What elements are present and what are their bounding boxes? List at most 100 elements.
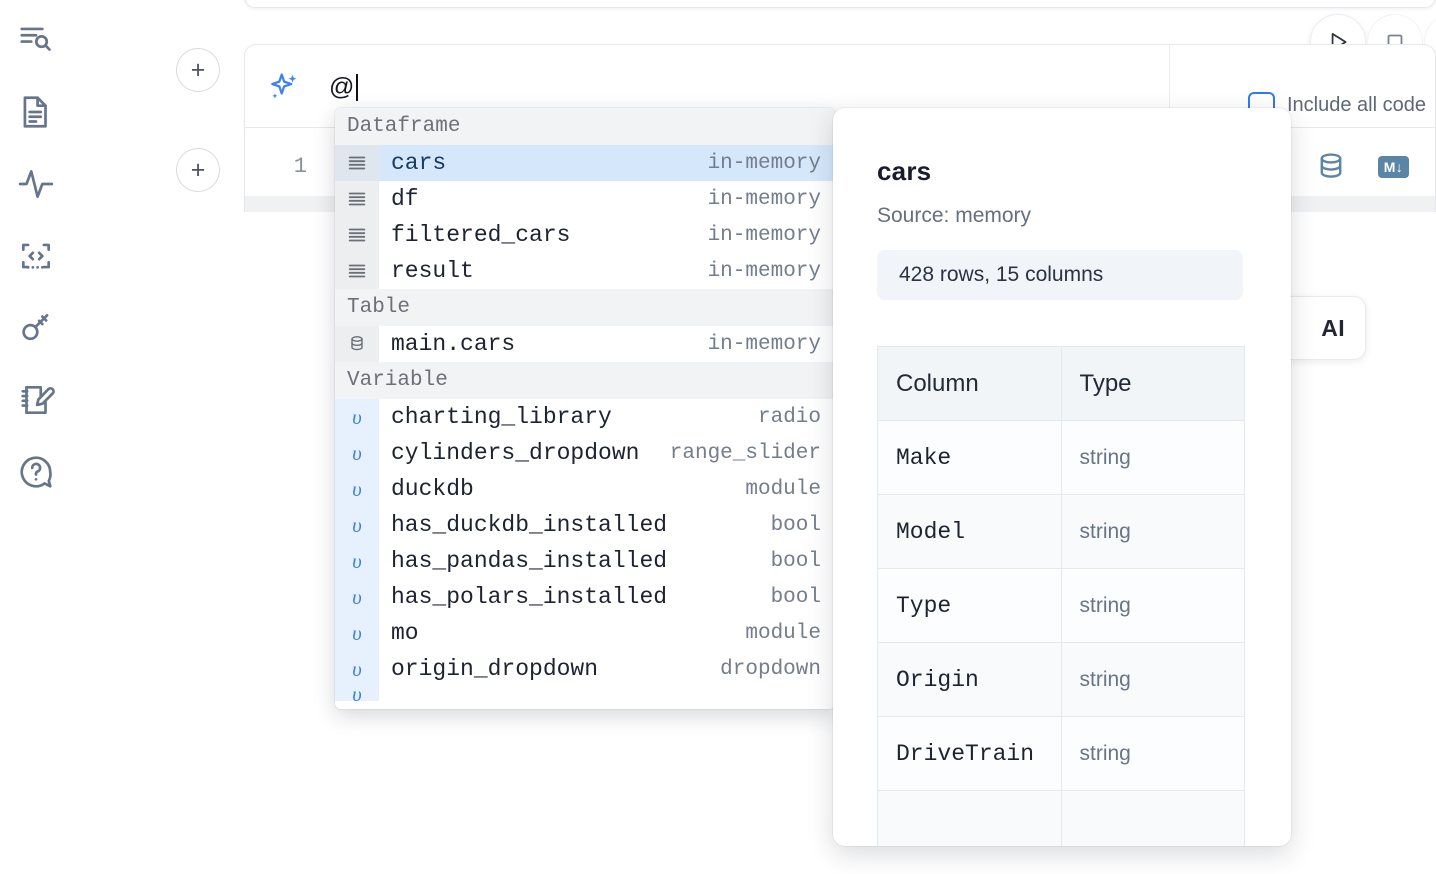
ai-prompt-text: @	[329, 73, 358, 102]
autocomplete-item-name: cars	[391, 150, 447, 176]
variable-icon: υ	[335, 687, 379, 701]
autocomplete-item-name: result	[391, 258, 474, 284]
autocomplete-item-name: has_polars_installed	[391, 584, 668, 610]
autocomplete-item-type: bool	[770, 585, 821, 609]
autocomplete-item[interactable]: df in-memory	[335, 181, 835, 217]
variable-icon: υ	[335, 543, 379, 579]
preview-source: Source: memory	[877, 204, 1032, 227]
column-name-cell: Origin	[877, 642, 1062, 717]
variable-icon: υ	[335, 435, 379, 471]
plus-icon: +	[190, 55, 206, 84]
line-number: 1	[293, 154, 307, 179]
autocomplete-item-name: has_pandas_installed	[391, 548, 668, 574]
table-header-cell: Column	[877, 346, 1062, 421]
sparkle-icon	[271, 73, 297, 99]
column-type-cell: string	[1060, 420, 1245, 495]
autocomplete-item-type: radio	[757, 405, 821, 429]
ai-prompt-input[interactable]: @	[245, 45, 1170, 129]
file-explorer-icon[interactable]	[12, 16, 60, 64]
variable-icon: υ	[335, 399, 379, 435]
autocomplete-item[interactable]: υ has_polars_installed bool	[335, 579, 835, 615]
dataframe-icon	[335, 145, 379, 181]
column-type-cell: string	[1060, 494, 1245, 569]
autocomplete-group-header: Variable	[335, 362, 835, 399]
column-type-cell: string	[1060, 642, 1245, 717]
autocomplete-item[interactable]: υ origin_dropdown dropdown	[335, 651, 835, 687]
column-type-cell: string	[1060, 716, 1245, 791]
autocomplete-item-type: in-memory	[707, 332, 821, 356]
autocomplete-item-name: origin_dropdown	[391, 656, 599, 682]
autocomplete-item-name: cylinders_dropdown	[391, 440, 640, 466]
autocomplete-item-type: range_slider	[669, 441, 821, 465]
autocomplete-item[interactable]: υ cylinders_dropdown range_slider	[335, 435, 835, 471]
scratchpad-icon[interactable]	[12, 376, 60, 424]
autocomplete-group-header: Dataframe	[335, 108, 835, 145]
variable-icon: υ	[335, 651, 379, 687]
column-name-cell: DriveTrain	[877, 716, 1062, 791]
column-name-cell: Make	[877, 420, 1062, 495]
autocomplete-item-type: bool	[770, 513, 821, 537]
add-cell-button-top[interactable]: +	[176, 48, 220, 92]
autocomplete-item[interactable]: υ charting_library radio	[335, 399, 835, 435]
database-icon[interactable]	[1314, 150, 1348, 184]
dataframe-icon	[335, 217, 379, 253]
autocomplete-item-type: module	[745, 621, 821, 645]
autocomplete-item-type: module	[745, 477, 821, 501]
autocomplete-item-type: dropdown	[720, 657, 821, 681]
autocomplete-item-name: filtered_cars	[391, 222, 571, 248]
autocomplete-item-name: duckdb	[391, 476, 474, 502]
table-header-cell: Type	[1060, 346, 1245, 421]
snippets-icon[interactable]	[12, 232, 60, 280]
markdown-icon[interactable]: M↓	[1377, 156, 1409, 178]
autocomplete-item-type: in-memory	[707, 187, 821, 211]
dataframe-icon	[335, 181, 379, 217]
variable-icon: υ	[335, 471, 379, 507]
add-cell-button-bottom[interactable]: +	[176, 148, 220, 192]
ai-chip-label: AI	[1321, 314, 1345, 341]
autocomplete-item-name: mo	[391, 620, 419, 646]
documentation-icon[interactable]	[12, 88, 60, 136]
variable-icon: υ	[335, 579, 379, 615]
column-name-cell: Model	[877, 494, 1062, 569]
autocomplete-item-clipped[interactable]: υ	[335, 687, 835, 701]
autocomplete-item-type: in-memory	[707, 151, 821, 175]
autocomplete-item[interactable]: filtered_cars in-memory	[335, 217, 835, 253]
secrets-key-icon[interactable]	[12, 304, 60, 352]
plus-icon: +	[190, 155, 206, 184]
autocomplete-item-name: charting_library	[391, 404, 612, 430]
autocomplete-item-name: has_duckdb_installed	[391, 512, 668, 538]
autocomplete-group-header: Table	[335, 289, 835, 326]
variable-icon: υ	[335, 615, 379, 651]
column-type-cell: string	[1060, 568, 1245, 643]
column-name-cell	[877, 790, 1062, 846]
autocomplete-item-name: df	[391, 186, 419, 212]
autocomplete-item[interactable]: cars in-memory	[335, 145, 835, 181]
autocomplete-item-type: in-memory	[707, 223, 821, 247]
preview-stats-badge: 428 rows, 15 columns	[877, 250, 1243, 300]
column-name-cell: Type	[877, 568, 1062, 643]
dataframe-icon	[335, 253, 379, 289]
column-type-cell	[1060, 790, 1245, 846]
preview-title: cars	[877, 156, 932, 186]
autocomplete-item-type: bool	[770, 549, 821, 573]
help-icon[interactable]	[12, 448, 60, 496]
table-row-clipped	[877, 790, 1245, 846]
include-all-code-label: Include all code	[1287, 94, 1426, 116]
activity-icon[interactable]	[12, 160, 60, 208]
dataframe-preview-panel: cars Source: memory 428 rows, 15 columns…	[833, 108, 1291, 846]
autocomplete-item[interactable]: υ has_pandas_installed bool	[335, 543, 835, 579]
markdown-badge: M↓	[1377, 156, 1409, 178]
